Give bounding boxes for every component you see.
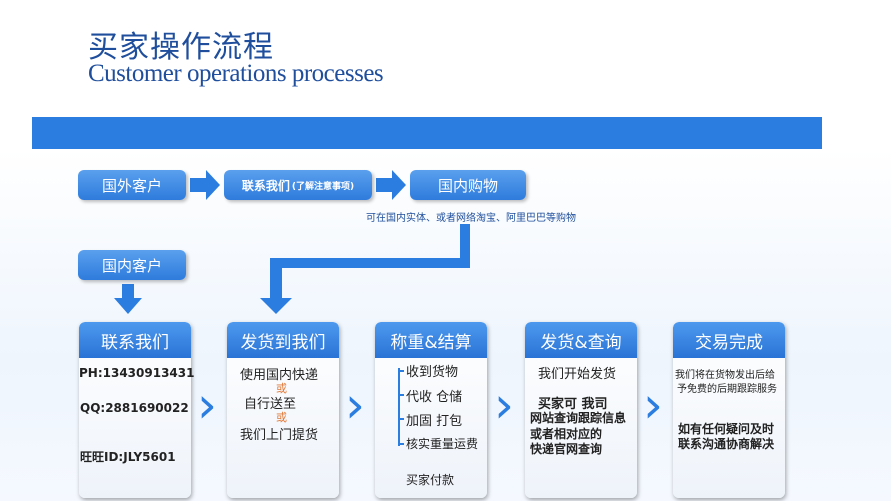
or-text: 或: [276, 411, 287, 424]
weigh-line-1: 收到货物: [406, 365, 459, 380]
chevron-right-icon: ›: [197, 376, 217, 434]
complete-line-2: 予免费的后期跟踪服务: [677, 384, 777, 395]
weigh-line-4: 核实重量运费: [406, 437, 479, 451]
page-subtitle: Customer operations processes: [88, 60, 384, 87]
foreign-customer-box: 国外客户: [78, 170, 186, 200]
step-title: 交易完成: [673, 322, 785, 358]
ship-line-2: 自行送至: [244, 397, 297, 412]
complete-line-4: 联系沟通协商解决: [678, 437, 775, 451]
ship-query-line-1: 我们开始发货: [538, 367, 617, 382]
ship-query-line-3: 网站查询跟踪信息: [530, 411, 627, 425]
page-title: 买家操作流程: [88, 30, 274, 65]
wangwang-text: 旺旺ID:JLY5601: [80, 450, 176, 464]
step-title: 称重&结算: [375, 322, 487, 358]
bracket-tick: [398, 443, 404, 445]
ship-line-3: 我们上门提货: [240, 428, 319, 443]
ship-line-1: 使用国内快递: [240, 368, 319, 383]
or-text: 或: [276, 382, 287, 395]
buyer-pays-text: 买家付款: [406, 473, 455, 487]
step-card-ship-query: 发货&查询: [525, 322, 637, 498]
bracket-tick: [398, 370, 404, 372]
bracket-tick: [398, 394, 404, 396]
step-title: 联系我们: [79, 322, 191, 358]
phone-text: PH:13430913431: [79, 366, 195, 380]
step-card-complete: 交易完成: [673, 322, 785, 498]
bent-connector-arrow: [260, 224, 470, 314]
chevron-right-icon: ›: [345, 376, 365, 434]
step-title: 发货到我们: [227, 322, 339, 358]
contact-us-label: 联系我们: [241, 178, 290, 193]
step-title: 发货&查询: [525, 322, 637, 358]
step-card-contact: 联系我们: [79, 322, 191, 498]
contact-us-note: (了解注意事项): [291, 181, 355, 192]
bracket-line: [398, 368, 400, 446]
ship-query-line-4: 或者相对应的: [530, 427, 603, 441]
domestic-customer-box: 国内客户: [78, 250, 186, 280]
chevron-right-icon: ›: [494, 376, 514, 434]
bracket-tick: [398, 418, 404, 420]
qq-text: QQ:2881690022: [80, 401, 189, 415]
weigh-line-2: 代收 仓储: [406, 390, 463, 405]
shopping-note: 可在国内实体、或者网络淘宝、阿里巴巴等购物: [366, 213, 576, 224]
contact-us-box: 联系我们 (了解注意事项): [224, 170, 372, 200]
arrow-down-1: [114, 284, 142, 314]
chevron-right-icon: ›: [643, 376, 663, 434]
arrow-right-1: [190, 170, 220, 200]
ship-query-line-2: 买家可 我司: [538, 397, 608, 412]
header-band: [32, 117, 822, 149]
arrow-right-2: [376, 170, 406, 200]
weigh-line-3: 加固 打包: [406, 414, 463, 429]
step-card-weigh-settle: 称重&结算: [375, 322, 487, 498]
complete-line-1: 我们将在货物发出后给: [675, 370, 775, 381]
ship-query-line-5: 快递官网查询: [530, 442, 603, 456]
step-card-ship-to-us: 发货到我们: [227, 322, 339, 498]
domestic-shopping-box: 国内购物: [410, 170, 526, 200]
complete-line-3: 如有任何疑问及时: [678, 422, 775, 436]
